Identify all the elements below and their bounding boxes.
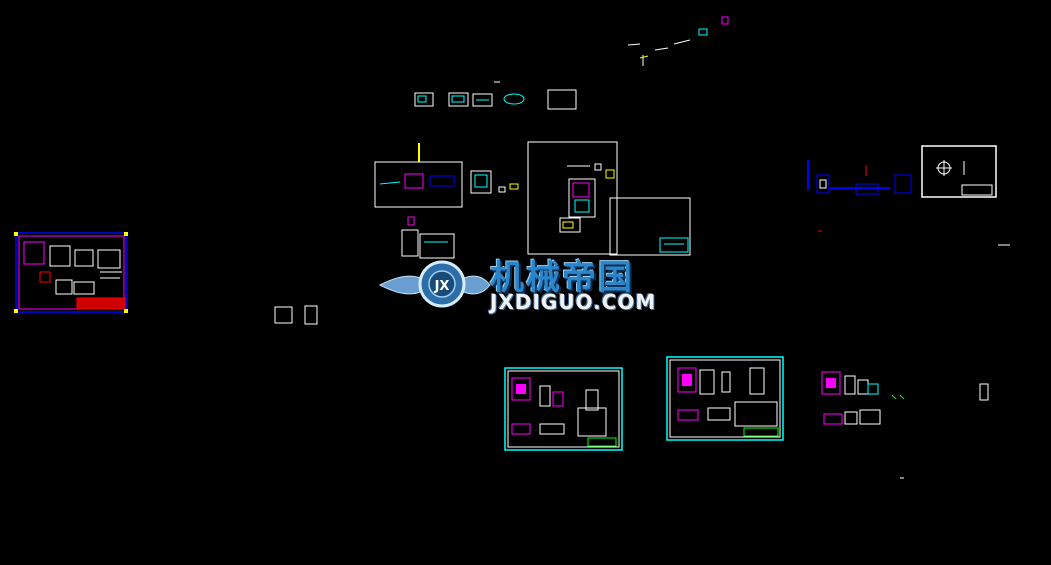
watermark-brand-url: JXDIGUO.COM bbox=[490, 290, 657, 314]
drawing-sheet-left bbox=[14, 232, 128, 313]
drawing-fragment-top-right bbox=[627, 16, 729, 66]
drawing-row-small-sheets bbox=[414, 81, 577, 110]
drawing-sheet-center-main bbox=[527, 141, 691, 256]
drawing-sheet-bottom-2 bbox=[666, 356, 784, 441]
drawing-sheet-bottom-1 bbox=[504, 367, 623, 451]
watermark-brand-cn: 机械帝国 bbox=[490, 258, 634, 298]
drawing-sheet-center-left bbox=[374, 143, 519, 259]
drawing-fragment-bottom-right bbox=[821, 371, 989, 479]
drawing-sheet-right bbox=[807, 145, 1010, 246]
emblem-letters: JX bbox=[434, 279, 450, 294]
winged-gear-icon bbox=[378, 260, 491, 308]
drawing-small-frames bbox=[274, 305, 318, 325]
